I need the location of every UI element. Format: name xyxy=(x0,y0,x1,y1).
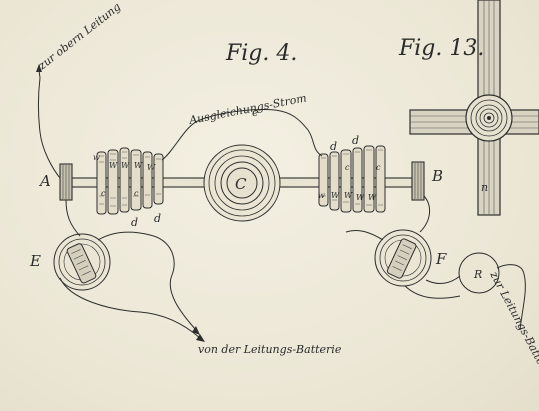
wire-B-to-F xyxy=(419,195,430,233)
right-coil-W3: W xyxy=(356,193,365,202)
top-lead-arrow xyxy=(36,64,42,72)
right-coil-W4: W xyxy=(368,193,377,202)
wire-R-down xyxy=(496,264,526,331)
top-lead-label: zur obern Leitung xyxy=(35,0,123,73)
wire-E-to-battery xyxy=(97,231,197,331)
letter-n: n xyxy=(481,181,488,194)
wire-F-lower xyxy=(404,285,461,299)
left-coil-c2: c xyxy=(134,189,139,198)
fig13-cross xyxy=(409,0,539,216)
right-coil-w: w xyxy=(318,191,325,200)
left-coil-d2: d xyxy=(154,212,161,225)
letter-C: C xyxy=(235,175,247,193)
compensation-wire xyxy=(161,109,323,161)
left-coil-W3: W xyxy=(134,161,143,170)
right-coil-c1: c xyxy=(345,163,350,172)
letter-E: E xyxy=(29,252,41,270)
letter-A: A xyxy=(38,172,51,190)
left-coil-d1: d xyxy=(131,216,138,229)
wire-F-left xyxy=(345,229,384,241)
wire-A-to-E xyxy=(65,199,81,237)
left-coil-W4: W xyxy=(147,163,156,172)
right-coil-c2: c xyxy=(376,163,381,172)
left-coil-w: w xyxy=(93,153,100,162)
lower-lead-label: zur Leitungs-Batterie xyxy=(487,268,539,381)
right-coil-W1: W xyxy=(331,191,340,200)
letter-B: B xyxy=(431,167,443,185)
wire-E-lower xyxy=(59,277,201,339)
left-coil-hatching xyxy=(99,151,161,207)
left-coil-c1: c xyxy=(101,189,106,198)
left-coil-W1: W xyxy=(109,161,118,170)
battery-arrow-2 xyxy=(196,334,205,342)
fig4-title: Fig. 4. xyxy=(225,41,297,66)
right-coil-W2: W xyxy=(344,191,353,200)
galvanometer-F xyxy=(374,229,432,287)
central-wheel-C xyxy=(203,144,281,222)
letter-F: F xyxy=(435,250,447,268)
letter-e: e xyxy=(252,106,259,119)
fig13-title: Fig. 13. xyxy=(398,36,484,61)
terminal-B xyxy=(411,161,425,201)
wire-F-to-R xyxy=(425,275,461,284)
terminal-A xyxy=(59,163,73,201)
top-lead-wire xyxy=(38,69,61,179)
right-coil-d1: d xyxy=(330,140,337,153)
letter-R: R xyxy=(473,268,482,281)
resistance-R xyxy=(458,252,500,294)
compensation-current-label: Ausgleichungs-Strom xyxy=(187,91,308,127)
right-coil-stack xyxy=(318,145,386,213)
battery-lead-label: von der Leitungs-Batterie xyxy=(198,343,342,356)
left-coil-W2: W xyxy=(121,161,130,170)
right-coil-d2: d xyxy=(352,134,359,147)
right-coil-hatching xyxy=(321,149,383,206)
galvanometer-E xyxy=(53,233,111,291)
